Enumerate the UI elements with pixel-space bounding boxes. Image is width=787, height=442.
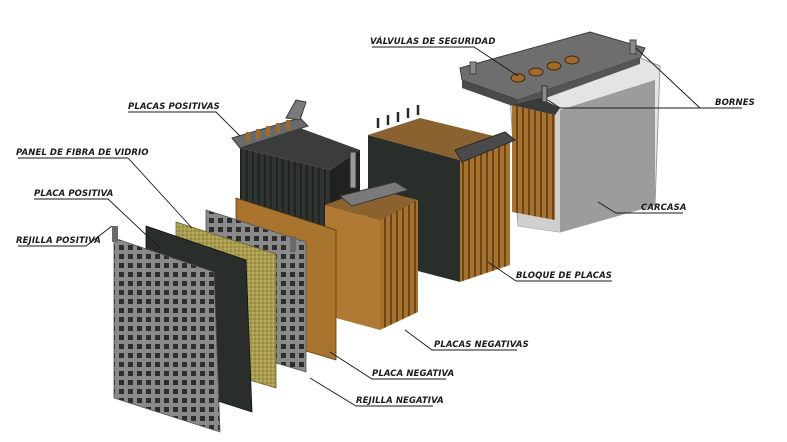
positive-grid: [112, 226, 221, 433]
plate-block-in-casing: [512, 85, 560, 220]
leader-lines: [18, 46, 742, 407]
label-placas-positivas: PLACAS POSITIVAS: [128, 102, 220, 112]
label-valvulas: VÁLVULAS DE SEGURIDAD: [370, 35, 496, 47]
terminals: [469, 39, 637, 75]
label-bloque-placas: BLOQUE DE PLACAS: [516, 271, 612, 281]
safety-valves: [510, 55, 580, 83]
negative-plates-stack: [325, 151, 418, 330]
label-carcasa: CARCASA: [641, 203, 687, 213]
label-placas-negativas: PLACAS NEGATIVAS: [434, 340, 529, 350]
label-placa-negativa: PLACA NEGATIVA: [372, 369, 454, 379]
label-rejilla-positiva: REJILLA POSITIVA: [16, 236, 101, 246]
label-rejilla-negativa: REJILLA NEGATIVA: [356, 396, 444, 406]
label-placa-positiva: PLACA POSITIVA: [34, 189, 113, 199]
label-panel-fibra: PANEL DE FIBRA DE VIDRIO: [16, 148, 149, 158]
label-bornes: BORNES: [715, 98, 755, 108]
